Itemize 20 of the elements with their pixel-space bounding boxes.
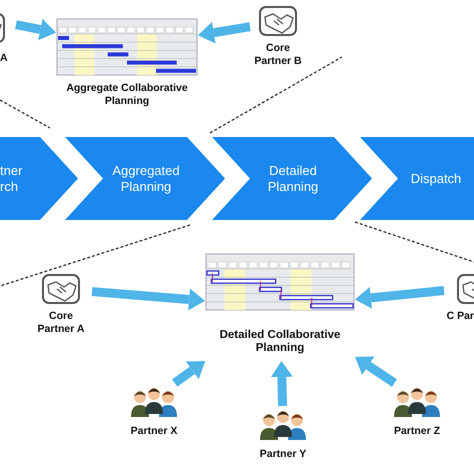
block-arrow — [15, 18, 56, 40]
process-label: Detailed Planning — [266, 162, 320, 194]
caption-text: Partner X — [130, 425, 178, 438]
caption-text: C Par — [446, 310, 474, 323]
process-label: Aggregated Planning — [111, 162, 181, 194]
block-arrow — [355, 356, 397, 387]
block-arrow — [172, 361, 206, 387]
block-arrow — [355, 286, 444, 309]
caption-text: A — [0, 52, 9, 65]
caption-text: Aggregate Collaborative Planning — [65, 82, 189, 108]
caption-text: Core Partner A — [36, 310, 86, 336]
block-arrow — [270, 361, 293, 406]
caption-text: Partner Z — [392, 425, 442, 438]
caption-text: Detailed Collaborative Planning — [218, 329, 342, 355]
block-arrow — [92, 287, 205, 310]
caption-text: Partner Y — [258, 448, 308, 461]
process-label: Dispatch — [410, 170, 462, 186]
process-label: tner rch — [0, 162, 24, 194]
caption-text: Core Partner B — [253, 42, 303, 68]
block-arrow — [198, 22, 251, 44]
